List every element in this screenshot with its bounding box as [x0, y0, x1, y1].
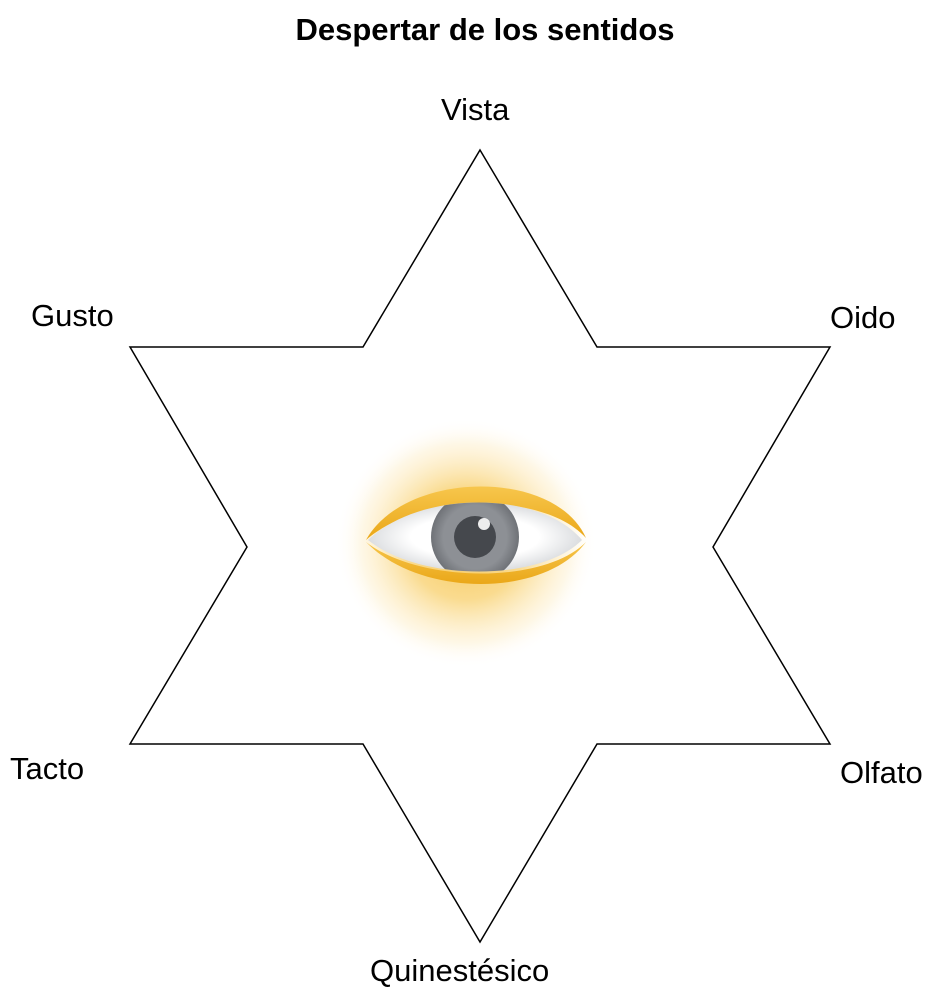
sense-label-oido: Oido	[830, 300, 896, 335]
sense-label-olfato: Olfato	[840, 755, 923, 790]
sense-label-vista: Vista	[441, 92, 510, 127]
eye-icon	[335, 418, 597, 668]
diagram-title: Despertar de los sentidos	[295, 12, 675, 47]
sense-label-tacto: Tacto	[10, 751, 85, 786]
sense-label-quinestesico: Quinestésico	[370, 953, 550, 988]
sense-label-gusto: Gusto	[31, 298, 114, 333]
